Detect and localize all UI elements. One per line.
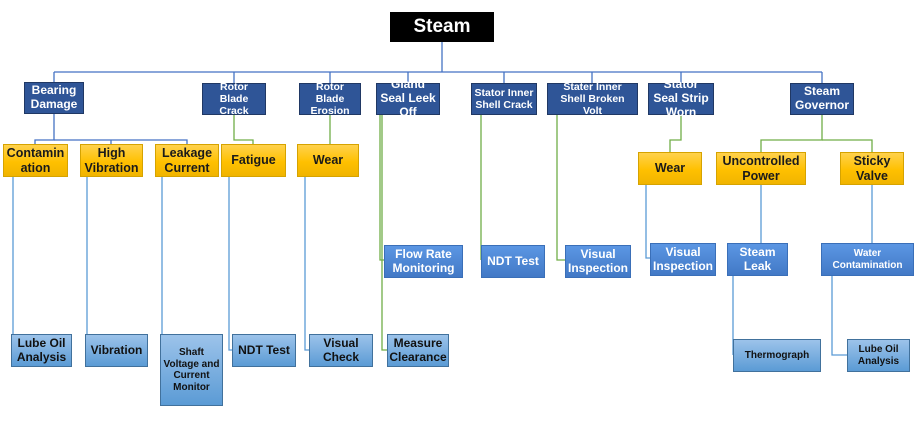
method-thermograph: Thermograph xyxy=(733,339,821,372)
method-flow-rate-monitoring: Flow Rate Monitoring xyxy=(384,245,463,278)
connector-bearing-leakage xyxy=(54,139,188,144)
method-shaft-voltage-current-monitor: Shaft Voltage and Current Monitor xyxy=(160,334,223,406)
method-visual-inspection-shell: Visual Inspection xyxy=(565,245,631,278)
method-lube-oil-analysis-valve: Lube Oil Analysis xyxy=(847,339,910,372)
connector-bearing-contamination xyxy=(34,114,55,144)
cause-uncontrolled-power: Uncontrolled Power xyxy=(716,152,806,185)
connector-gland-clearance xyxy=(381,115,387,351)
connector-contamination-oil xyxy=(831,276,847,356)
branch-steam-governor: Steam Governor xyxy=(790,83,854,115)
connector-crack-fatigue xyxy=(233,115,254,144)
cause-leakage-current: Leakage Current xyxy=(155,144,219,177)
cause-wear-seal: Wear xyxy=(638,152,702,185)
branch-stator-inner-shell-crack: Stator Inner Shell Crack xyxy=(471,83,537,115)
effect-steam-leak: Steam Leak xyxy=(727,243,788,276)
branch-rotor-blade-crack: Rotor Blade Crack xyxy=(202,81,266,117)
branch-gland-seal-leek-off: Gland Seal Leek Off xyxy=(376,77,440,119)
cause-fatigue: Fatigue xyxy=(221,144,286,177)
method-visual-inspection-seal: Visual Inspection xyxy=(650,243,716,276)
connector-wear-visual xyxy=(645,185,650,259)
branch-bearing-damage: Bearing Damage xyxy=(24,82,84,114)
connector-wear-check xyxy=(304,177,309,351)
method-lube-oil-analysis: Lube Oil Analysis xyxy=(11,334,72,367)
connector-governor-power xyxy=(760,115,823,152)
cause-sticky-valve: Sticky Valve xyxy=(840,152,904,185)
root-node: Steam xyxy=(390,12,494,42)
connector-volt-visual xyxy=(556,115,565,261)
method-vibration: Vibration xyxy=(85,334,148,367)
cause-wear-rotor: Wear xyxy=(297,144,359,177)
effect-water-contamination: Water Contamination xyxy=(821,243,914,276)
method-ndt-test-stator: NDT Test xyxy=(481,245,545,278)
connector-gland-flow xyxy=(379,115,384,261)
branch-rotor-blade-erosion: Rotor Blade Erosion xyxy=(299,81,361,117)
branch-stater-inner-shell-broken-volt: Stater Inner Shell Broken Volt xyxy=(547,81,638,117)
method-visual-check: Visual Check xyxy=(309,334,373,367)
connector-seal-wear xyxy=(669,115,682,152)
connector-fatigue-ndt xyxy=(228,177,232,351)
connector-governor-valve xyxy=(822,139,873,152)
method-measure-clearance: Measure Clearance xyxy=(387,334,449,367)
branch-stator-seal-strip-worn: Stator Seal Strip Worn xyxy=(648,77,714,119)
cause-high-vibration: High Vibration xyxy=(80,144,143,177)
cause-contamination: Contamin ation xyxy=(3,144,68,177)
method-ndt-test-rotor: NDT Test xyxy=(232,334,296,367)
